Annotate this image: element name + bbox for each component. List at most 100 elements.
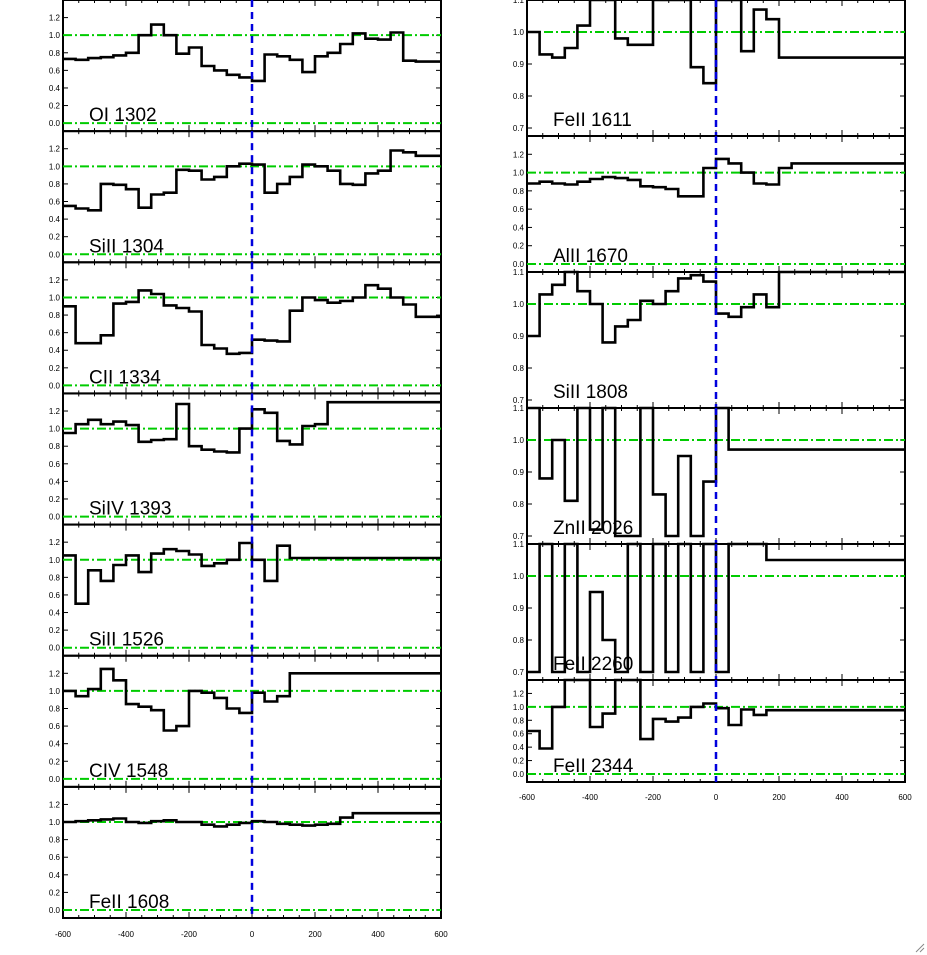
y-tick-label: 0.6 (513, 205, 525, 214)
y-tick-label: 0.4 (513, 743, 525, 752)
panel-label: FeII 2260 (553, 654, 633, 675)
y-tick-label: 0.2 (49, 757, 61, 766)
y-tick-label: 1.0 (513, 28, 525, 37)
x-tick-label-right: -600 (519, 793, 536, 802)
y-tick-label: 0.0 (49, 119, 61, 128)
y-tick-label: 0.8 (513, 364, 525, 373)
panel-label: SiII 1304 (89, 236, 164, 257)
y-tick-label: 0.4 (49, 740, 61, 749)
y-tick-label: 1.2 (49, 145, 61, 154)
panel-label: SiII 1808 (553, 382, 628, 403)
y-tick-label: 1.2 (49, 14, 61, 23)
y-tick-label: 1.0 (513, 436, 525, 445)
y-tick-label: 0.9 (513, 468, 525, 477)
y-tick-label: 0.0 (49, 775, 61, 784)
y-tick-label: 0.0 (49, 250, 61, 259)
x-tick-label-left: 0 (250, 930, 255, 939)
y-tick-label: 0.8 (513, 500, 525, 509)
y-tick-label: 1.1 (513, 0, 525, 5)
y-tick-label: 0.8 (49, 442, 61, 451)
y-tick-label: 0.4 (49, 609, 61, 618)
y-tick-label: 0.8 (49, 836, 61, 845)
y-tick-label: 0.6 (49, 853, 61, 862)
y-tick-label: 1.0 (49, 556, 61, 565)
y-tick-label: 0.8 (513, 636, 525, 645)
spectrum-line (63, 149, 441, 212)
y-tick-label: 0.0 (49, 644, 61, 653)
y-tick-label: 0.8 (49, 704, 61, 713)
y-tick-label: 0.6 (513, 730, 525, 739)
spectrum-line (527, 157, 905, 198)
y-tick-label: 1.0 (49, 425, 61, 434)
y-tick-label: 0.6 (49, 460, 61, 469)
spectrum-line (527, 542, 905, 674)
y-tick-label: 0.8 (49, 49, 61, 58)
panel-label: ZnII 2026 (553, 518, 633, 539)
y-tick-label: 0.4 (49, 477, 61, 486)
y-tick-label: 0.4 (513, 223, 525, 232)
spectrum-line (63, 811, 441, 828)
y-tick-label: 1.0 (513, 572, 525, 581)
spectrum-line (527, 0, 905, 85)
y-tick-label: 1.0 (49, 31, 61, 40)
y-tick-label: 1.0 (513, 300, 525, 309)
panel-label: AlII 1670 (553, 246, 628, 267)
y-tick-label: 1.2 (49, 800, 61, 809)
x-tick-label-right: -200 (645, 793, 662, 802)
x-tick-label-right: 400 (835, 793, 849, 802)
y-tick-label: 1.1 (513, 268, 525, 277)
y-tick-label: 1.0 (49, 818, 61, 827)
y-tick-label: 1.0 (513, 703, 525, 712)
y-tick-label: 1.2 (49, 669, 61, 678)
y-tick-label: 0.9 (513, 332, 525, 341)
x-tick-label-right: -400 (582, 793, 599, 802)
y-tick-label: 0.0 (49, 381, 61, 390)
y-tick-label: 1.1 (513, 540, 525, 549)
resize-grip-icon[interactable] (913, 941, 925, 953)
y-tick-label: 0.0 (513, 770, 525, 779)
y-tick-label: 0.4 (49, 84, 61, 93)
y-tick-label: 1.0 (49, 687, 61, 696)
panel-label: FeII 1611 (553, 110, 632, 131)
y-tick-label: 1.2 (513, 150, 525, 159)
spectrum-line (63, 283, 441, 356)
spectrum-line (63, 400, 441, 454)
y-tick-label: 0.8 (49, 180, 61, 189)
y-tick-label: 0.2 (49, 233, 61, 242)
panel-label: FeII 1608 (89, 892, 169, 913)
y-tick-label: 1.0 (49, 162, 61, 171)
x-tick-label-left: 400 (371, 930, 385, 939)
y-tick-label: 0.2 (49, 495, 61, 504)
y-tick-label: 0.9 (513, 604, 525, 613)
y-tick-label: 0.7 (513, 668, 525, 677)
x-tick-label-left: 200 (308, 930, 322, 939)
x-tick-label-right: 0 (714, 793, 719, 802)
y-tick-label: 0.6 (49, 722, 61, 731)
y-tick-label: 1.0 (513, 169, 525, 178)
y-tick-label: 0.0 (49, 513, 61, 522)
y-tick-label: 0.8 (513, 187, 525, 196)
y-tick-label: 0.6 (49, 198, 61, 207)
panels-layer: 0.00.20.40.60.81.01.2OI 13020.00.20.40.6… (49, 0, 906, 919)
y-tick-label: 0.6 (49, 329, 61, 338)
y-tick-label: 1.2 (49, 276, 61, 285)
y-tick-label: 0.4 (49, 215, 61, 224)
y-tick-label: 0.4 (49, 346, 61, 355)
panel-label: FeII 2344 (553, 756, 634, 777)
x-tick-label-left: -200 (181, 930, 198, 939)
y-tick-label: 1.2 (513, 689, 525, 698)
spectrum-line (527, 678, 905, 750)
y-tick-label: 0.2 (513, 242, 525, 251)
